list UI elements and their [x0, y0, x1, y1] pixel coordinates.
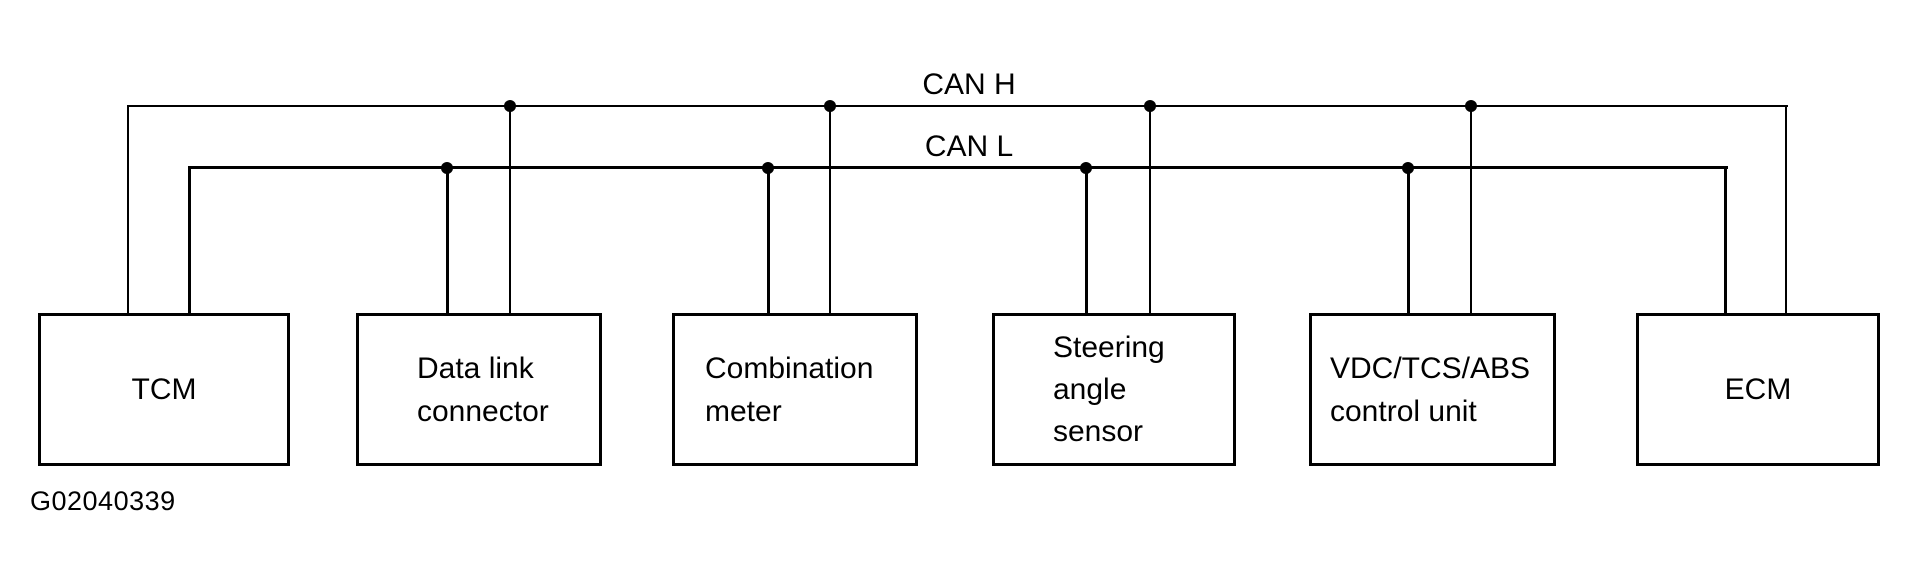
wire-tcm-can-l	[188, 166, 191, 315]
wire-ecm-can-h	[1785, 105, 1787, 315]
can-h-bus-line	[128, 105, 1788, 107]
node-label-vdc-tcs-abs-control-unit: VDC/TCS/ABS control unit	[1330, 351, 1531, 428]
wire-ecm-can-l	[1724, 166, 1727, 315]
node-box-steering-angle-sensor: Steering angle sensor	[992, 313, 1236, 466]
node-box-data-link-connector: Data link connector	[356, 313, 602, 466]
junction-dot-can-l-data-link-connector	[441, 162, 453, 174]
wire-steering-angle-sensor-can-l	[1085, 166, 1088, 315]
junction-dot-can-h-steering-angle-sensor	[1144, 100, 1156, 112]
node-label-steering-angle-sensor: Steering angle sensor	[1053, 330, 1165, 448]
can-l-bus-label: CAN L	[924, 130, 1014, 163]
node-label-tcm: TCM	[131, 373, 197, 406]
wire-combination-meter-can-h	[829, 105, 831, 315]
node-box-tcm: TCM	[38, 313, 290, 466]
junction-dot-can-l-steering-angle-sensor	[1080, 162, 1092, 174]
figure-id: G02040339	[30, 486, 176, 516]
junction-dot-can-h-combination-meter	[824, 100, 836, 112]
node-box-combination-meter: Combination meter	[672, 313, 918, 466]
node-label-ecm: ECM	[1724, 373, 1792, 406]
node-box-vdc-tcs-abs-control-unit: VDC/TCS/ABS control unit	[1309, 313, 1556, 466]
wire-data-link-connector-can-l	[446, 166, 449, 315]
junction-dot-can-l-vdc-tcs-abs-control-unit	[1402, 162, 1414, 174]
wire-vdc-tcs-abs-control-unit-can-h	[1470, 105, 1472, 315]
junction-dot-can-l-combination-meter	[762, 162, 774, 174]
wire-steering-angle-sensor-can-h	[1149, 105, 1151, 315]
junction-dot-can-h-vdc-tcs-abs-control-unit	[1465, 100, 1477, 112]
node-box-ecm: ECM	[1636, 313, 1880, 466]
wire-combination-meter-can-l	[767, 166, 770, 315]
node-label-combination-meter: Combination meter	[705, 351, 874, 428]
wire-tcm-can-h	[127, 105, 129, 315]
junction-dot-can-h-data-link-connector	[504, 100, 516, 112]
node-label-data-link-connector: Data link connector	[417, 351, 549, 428]
can-h-bus-label: CAN H	[922, 68, 1016, 101]
wire-data-link-connector-can-h	[509, 105, 511, 315]
wire-vdc-tcs-abs-control-unit-can-l	[1407, 166, 1410, 315]
can-l-bus-line	[189, 166, 1728, 169]
